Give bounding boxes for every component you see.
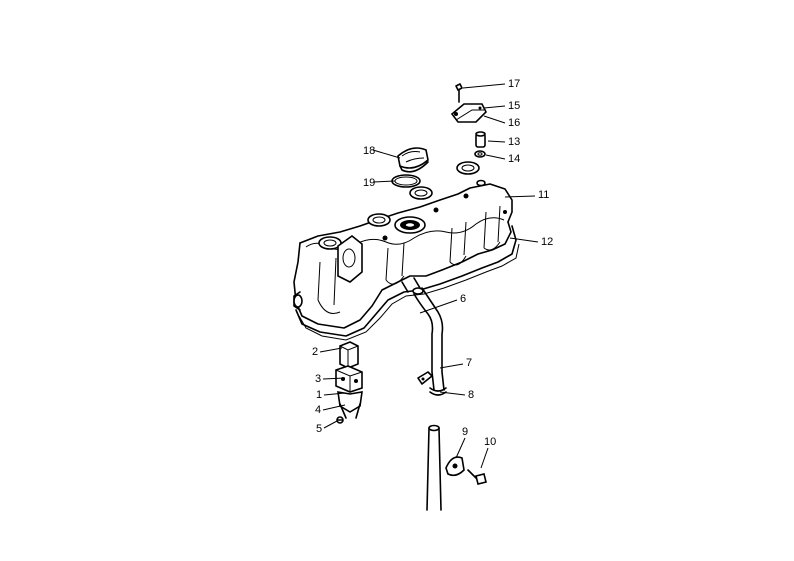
callout-label-7: 7 [466,357,472,369]
callout-leader-6 [419,299,458,314]
callout-leader-17 [462,83,506,89]
callout-leader-19 [372,180,396,183]
o-ring [391,174,421,188]
callout-leader-10 [480,447,489,469]
callout-label-1: 1 [316,389,322,401]
breather-valve-assembly [335,341,363,424]
callout-label-19: 19 [363,177,375,189]
callout-leader-15 [483,105,506,109]
callout-label-2: 2 [312,346,318,358]
callout-leader-9 [455,437,466,459]
callout-label-8: 8 [468,389,474,401]
breather-plate-assembly [450,83,487,158]
callout-leader-7 [439,363,464,369]
callout-label-15: 15 [508,100,520,112]
callout-label-17: 17 [508,78,520,90]
callout-label-16: 16 [508,117,520,129]
callout-leader-16 [483,115,506,124]
oil-filler-cap [397,147,429,173]
callout-leader-13 [487,140,506,143]
callout-leader-11 [504,195,536,198]
callout-leader-14 [485,154,506,160]
callout-label-18: 18 [363,145,375,157]
callout-leader-5 [323,420,338,429]
callout-leader-8 [439,391,466,396]
callout-label-11: 11 [538,189,549,201]
callout-label-10: 10 [484,436,496,448]
breather-hose [412,287,445,511]
mounting-bracket [445,456,465,477]
callout-leader-2 [319,347,343,353]
callout-label-12: 12 [541,236,553,248]
valve-cover [293,161,520,341]
callout-label-13: 13 [508,136,520,148]
callout-label-5: 5 [316,423,322,435]
callout-leader-1 [323,392,346,396]
callout-label-6: 6 [460,293,466,305]
callout-label-3: 3 [315,373,321,385]
callout-label-9: 9 [462,426,468,438]
bolt [467,469,487,485]
callout-leader-3 [322,377,346,380]
callout-leader-12 [509,237,539,243]
callout-leader-4 [322,404,346,411]
callout-label-4: 4 [315,404,321,416]
callout-leader-18 [372,149,401,159]
callout-label-14: 14 [508,153,520,165]
